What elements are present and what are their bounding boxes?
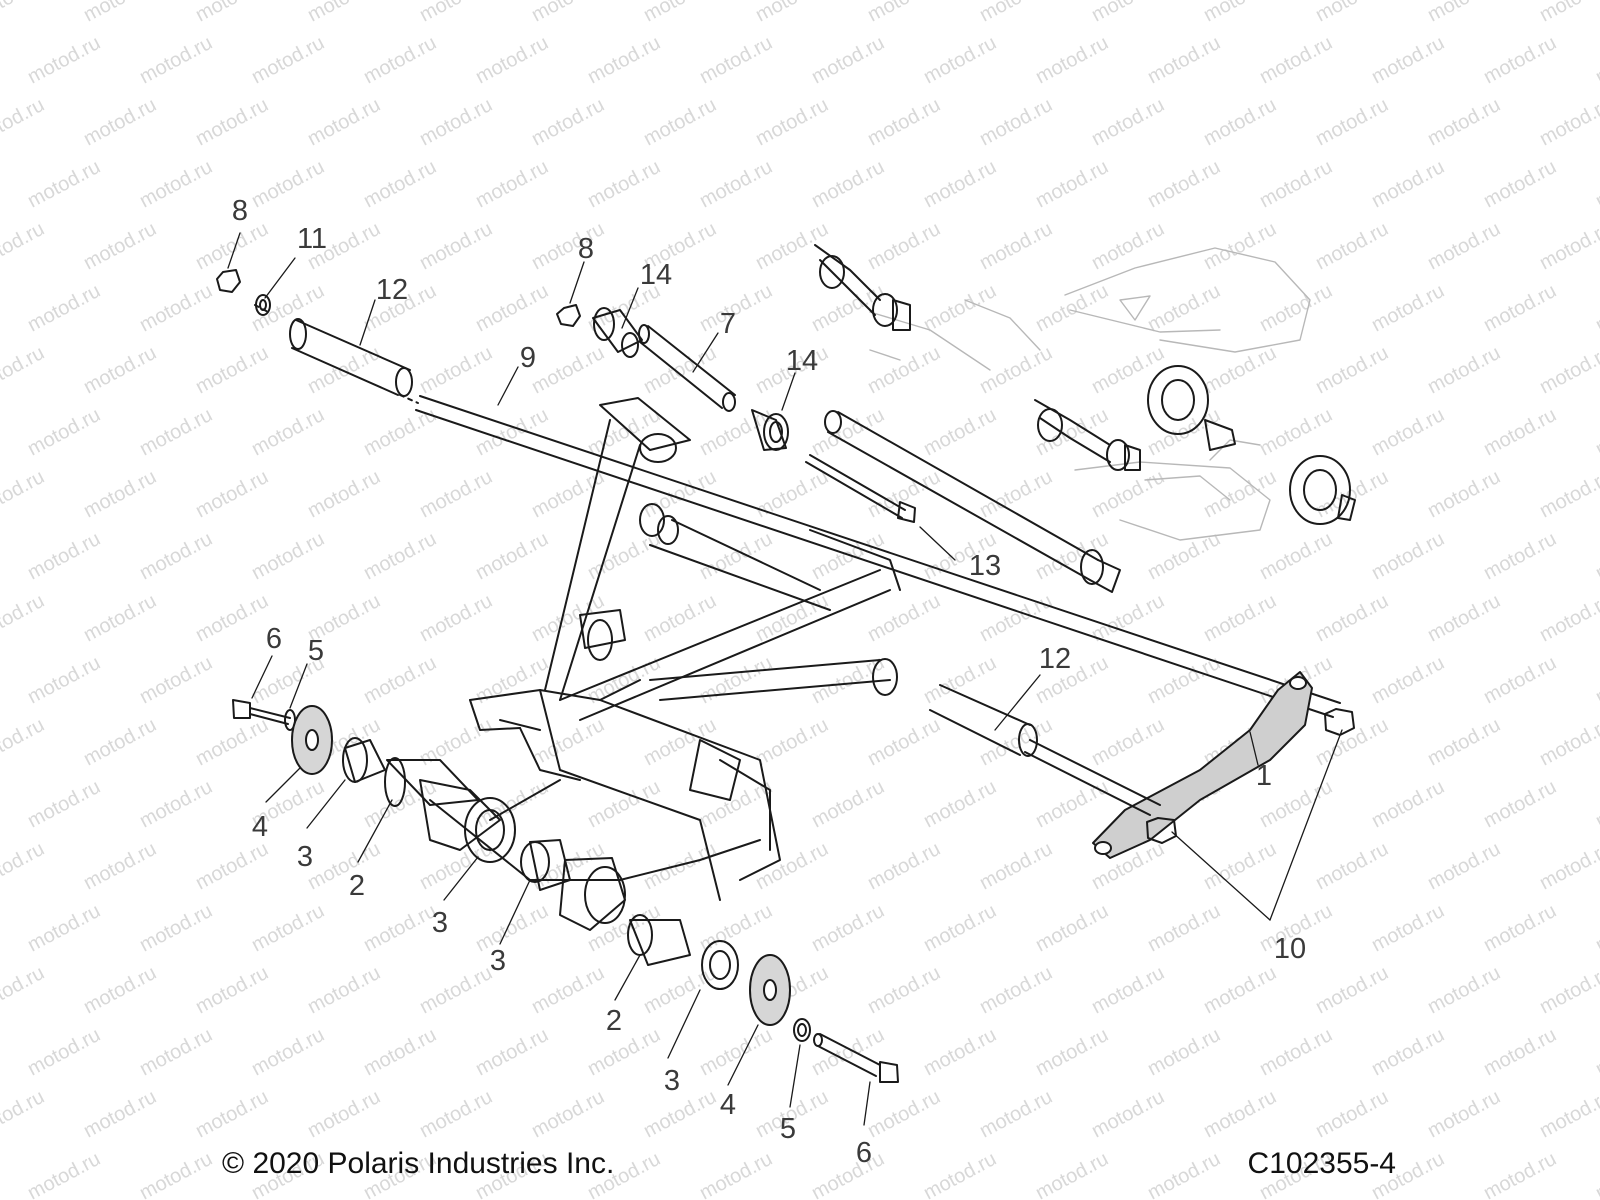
callout-2: 2 bbox=[606, 1005, 622, 1037]
washer-11 bbox=[255, 294, 271, 316]
callout-7: 7 bbox=[720, 308, 736, 340]
mid-pivot-bolt bbox=[1034, 399, 1141, 471]
callout-1: 1 bbox=[1256, 760, 1272, 792]
callout-5: 5 bbox=[780, 1113, 796, 1145]
callout-6: 6 bbox=[856, 1137, 872, 1169]
washer-4-right bbox=[749, 954, 791, 1026]
nut-8-mid bbox=[556, 304, 581, 327]
callout-8: 8 bbox=[232, 195, 248, 227]
callout-9: 9 bbox=[520, 342, 536, 374]
drawing-number: C102355-4 bbox=[1247, 1147, 1396, 1180]
callout-10: 10 bbox=[1274, 933, 1306, 965]
frame-background bbox=[869, 247, 1311, 541]
bushing-14-lower bbox=[751, 409, 789, 451]
lower-shaft bbox=[1024, 739, 1161, 816]
upper-rod bbox=[824, 410, 1121, 593]
nut-10-lower bbox=[1146, 817, 1177, 844]
callout-12: 12 bbox=[1039, 643, 1071, 675]
bushing-right-bottom bbox=[1289, 455, 1356, 525]
callout-2: 2 bbox=[349, 870, 365, 902]
callout-8: 8 bbox=[578, 233, 594, 265]
bushing-3-mid bbox=[520, 839, 571, 891]
bushing-14-upper bbox=[592, 307, 643, 358]
leader-lines bbox=[227, 232, 1343, 1126]
bolt-6-left bbox=[232, 699, 291, 725]
side-plate bbox=[1092, 671, 1313, 859]
swing-arm-frame bbox=[429, 397, 901, 901]
callout-3: 3 bbox=[432, 907, 448, 939]
callout-3: 3 bbox=[297, 841, 313, 873]
upper-pivot-bolt bbox=[814, 244, 911, 331]
callout-12: 12 bbox=[376, 274, 408, 306]
long-bolt bbox=[805, 454, 916, 523]
callout-5: 5 bbox=[308, 635, 324, 667]
tube-upper bbox=[289, 318, 413, 397]
callout-14: 14 bbox=[640, 259, 672, 291]
bolt-6-right bbox=[813, 1033, 899, 1083]
callout-3: 3 bbox=[490, 945, 506, 977]
bushing-housing-right bbox=[559, 857, 626, 931]
callout-4: 4 bbox=[720, 1089, 736, 1121]
spacer-2-right bbox=[627, 914, 691, 966]
callout-14: 14 bbox=[786, 345, 818, 377]
bushing-3-left bbox=[342, 737, 386, 783]
bushing-housing-left bbox=[419, 779, 516, 863]
tube-lower bbox=[929, 684, 1038, 757]
callout-labels: 8 11 12 8 14 7 9 14 13 6 5 12 4 3 2 1 3 … bbox=[232, 195, 1306, 1169]
washer-5-right bbox=[793, 1018, 811, 1042]
bushing-right-top bbox=[1147, 365, 1236, 451]
bushing-3-right bbox=[701, 940, 739, 990]
sleeve bbox=[638, 324, 736, 412]
nut-8-left bbox=[216, 269, 241, 293]
nut-10-upper bbox=[1324, 708, 1355, 736]
callout-3: 3 bbox=[664, 1065, 680, 1097]
callout-13: 13 bbox=[969, 550, 1001, 582]
copyright-notice: © 2020 Polaris Industries Inc. bbox=[222, 1147, 615, 1180]
callout-6: 6 bbox=[266, 623, 282, 655]
washer-4-left bbox=[291, 705, 333, 775]
callout-4: 4 bbox=[252, 811, 268, 843]
spacer-2-left bbox=[384, 757, 479, 807]
callout-11: 11 bbox=[297, 223, 327, 255]
pivot-bushings bbox=[639, 503, 1104, 696]
